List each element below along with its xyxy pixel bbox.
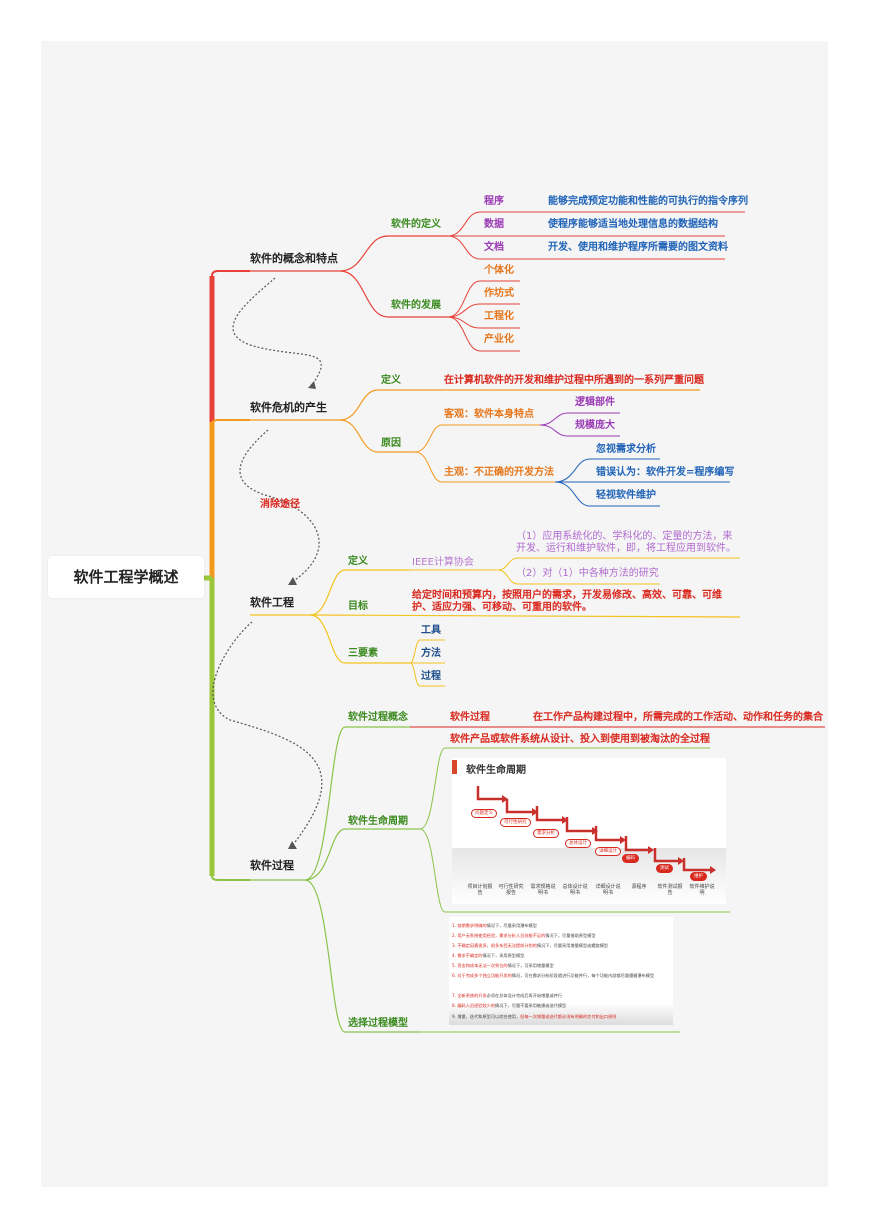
process-concept-key[interactable]: 软件过程	[450, 712, 490, 723]
se-ieee-definition-2[interactable]: （2）对（1）中各种方法的研究	[516, 568, 659, 579]
dev-item-workshop[interactable]: 作坊式	[484, 288, 514, 299]
lc-doc-3: 需求规格说明书	[530, 884, 556, 896]
subjective-item-requirements[interactable]: 忽视需求分析	[596, 444, 656, 455]
root-topic[interactable]: 软件工程学概述	[48, 556, 204, 598]
lc-step-7: 测试	[656, 864, 673, 873]
sm-line-3-red: 3. 不确定因素很多，很多东西无法提前计划的	[452, 943, 537, 948]
topic-software-process[interactable]: 软件过程	[250, 859, 294, 872]
sm-line-3-rest: 情况下，尽量采用增量模型或螺旋模型	[536, 943, 609, 948]
dev-item-individual[interactable]: 个体化	[484, 265, 514, 276]
crisis-definition-label[interactable]: 定义	[381, 375, 401, 386]
lc-step-3: 需求分析	[533, 829, 559, 838]
sm-line-9: 9. 增量、迭代和原型可以综合使用，但每一次增量或迭代都必须有明确的交付和出口原…	[452, 1014, 616, 1020]
sm-line-4-rest: 情况下，采用原型模型	[482, 953, 525, 958]
sm-line-8: 8. 编码人员经验较少的情况下，尽量不要采用敏捷或迭代模型	[452, 1003, 566, 1009]
select-model-label[interactable]: 选择过程模型	[348, 1018, 408, 1029]
objective-item-scale[interactable]: 规模庞大	[575, 420, 615, 431]
process-concept-text[interactable]: 在工作产品构建过程中，所需完成的工作活动、动作和任务的集合	[533, 712, 823, 723]
def-item-key-data[interactable]: 数据	[484, 219, 504, 230]
sm-line-1-rest: 情况下，尽量采用瀑布模型	[486, 923, 537, 928]
lc-doc-1: 项目计划报告	[467, 884, 493, 896]
def-item-value-doc[interactable]: 开发、使用和维护程序所需要的图文资料	[548, 242, 728, 253]
lc-step-6: 编码	[622, 854, 639, 863]
lc-step-8: 维护	[690, 872, 707, 881]
lifecycle-title-bar	[452, 760, 457, 774]
reason-objective[interactable]: 客观：软件本身特点	[444, 409, 534, 420]
se-ieee-label[interactable]: IEEE计算协会	[412, 557, 474, 568]
sm-line-6-rest: 情况，可在需求分析阶段就进行功能并行，每个功能内部都尽量遵循瀑布模型	[511, 973, 655, 978]
def-item-key-doc[interactable]: 文档	[484, 242, 504, 253]
sm-line-5: 5. 资金和成本无法一次到位的情况下，可采用增量模型	[452, 963, 554, 969]
lifecycle-image-title: 软件生命周期	[466, 765, 526, 776]
lc-doc-4: 总体设计说明书	[562, 884, 588, 896]
lifecycle-label[interactable]: 软件生命周期	[348, 816, 408, 827]
subjective-item-maintenance[interactable]: 轻视软件维护	[596, 490, 656, 501]
subjective-item-misconception[interactable]: 错误认为：软件开发=程序编写	[596, 467, 735, 478]
lc-step-2: 可行性研究	[500, 818, 531, 827]
objective-item-logic[interactable]: 逻辑部件	[575, 397, 615, 408]
sm-line-4: 4. 需求不确定的情况下，采用原型模型	[452, 953, 524, 959]
sm-line-8-rest: 情况下，尽量不要采用敏捷或迭代模型	[495, 1003, 567, 1008]
lc-doc-6: 源程序	[631, 884, 647, 890]
crisis-definition-text[interactable]: 在计算机软件的开发和维护过程中所遇到的一系列严重问题	[444, 375, 704, 386]
sm-line-1-red: 1. 前期需求明确的	[452, 923, 487, 928]
topic-software-development[interactable]: 软件的发展	[391, 300, 441, 311]
select-model-image: 1. 前期需求明确的情况下，尽量采用瀑布模型 2. 用户无系统使用经验，需求分析…	[449, 917, 673, 1025]
sm-line-1: 1. 前期需求明确的情况下，尽量采用瀑布模型	[452, 923, 537, 929]
crisis-reason-label[interactable]: 原因	[381, 438, 401, 449]
def-item-value-data[interactable]: 使程序能够适当地处理信息的数据结构	[548, 219, 718, 230]
lc-step-4: 总体设计	[565, 839, 591, 848]
topic-software-concept[interactable]: 软件的概念和特点	[250, 252, 338, 265]
sm-line-7-red: 7. 全新系统的开发	[452, 993, 487, 998]
def-item-value-program[interactable]: 能够完成预定功能和性能的可执行的指令序列	[548, 196, 748, 207]
element-method[interactable]: 方法	[421, 648, 441, 659]
element-tool[interactable]: 工具	[421, 625, 441, 636]
lifecycle-image: 软件生命周期 问题定义 可行性研究 需求分析 总体设计 详细设计 编码 测试 维…	[452, 758, 726, 904]
sm-line-7: 7. 全新系统的开发必须在总体设计完成后再开始增量或并行	[452, 993, 562, 999]
lc-step-5: 详细设计	[595, 847, 621, 856]
def-item-key-program[interactable]: 程序	[484, 196, 504, 207]
sm-line-2-rest: 情况下，尽量借助原型模型	[545, 933, 596, 938]
lc-doc-7: 软件测试报告	[657, 884, 683, 896]
sm-line-5-rest: 情况下，可采用增量模型	[507, 963, 554, 968]
sm-line-2-red: 2. 用户无系统使用经验，需求分析人员技能不足的	[452, 933, 546, 938]
lifecycle-shade	[452, 848, 726, 904]
dev-item-engineering[interactable]: 工程化	[484, 311, 514, 322]
sm-line-4-red: 4. 需求不确定的	[452, 953, 483, 958]
sm-line-6: 6. 对于完成多个独立功能开发的情况，可在需求分析阶段就进行功能并行，每个功能内…	[452, 973, 670, 980]
lc-doc-8: 软件维护说明	[689, 884, 715, 896]
topic-software-definition[interactable]: 软件的定义	[391, 219, 441, 230]
mindmap-canvas	[41, 41, 828, 1187]
lc-doc-2: 可行性研究报告	[498, 884, 524, 896]
lifecycle-steps-arrows	[476, 786, 716, 874]
lifecycle-text[interactable]: 软件产品或软件系统从设计、投入到使用到被淘汰的全过程	[450, 734, 710, 745]
sm-line-2: 2. 用户无系统使用经验，需求分析人员技能不足的情况下，尽量借助原型模型	[452, 933, 596, 939]
sm-line-7-rest: 必须在总体设计完成后再开始增量或并行	[486, 993, 563, 998]
topic-software-engineering[interactable]: 软件工程	[250, 596, 294, 609]
sm-line-6-red: 6. 对于完成多个独立功能开发的	[452, 973, 512, 978]
se-goal-text[interactable]: 给定时间和预算内，按照用户的需求，开发易修改、高效、可靠、可维护、适应力强、可移…	[412, 590, 722, 613]
lc-doc-5: 详细设计说明书	[595, 884, 621, 896]
arrow-label-elimination: 消除途径	[260, 499, 300, 510]
reason-subjective[interactable]: 主观：不正确的开发方法	[444, 467, 554, 478]
process-concept-label[interactable]: 软件过程概念	[348, 712, 408, 723]
sm-line-8-red: 8. 编码人员经验较少的	[452, 1003, 496, 1008]
topic-software-crisis[interactable]: 软件危机的产生	[250, 401, 327, 414]
dev-item-industry[interactable]: 产业化	[484, 334, 514, 345]
se-ieee-definition-1[interactable]: （1）应用系统化的、学科化的、定量的方法，来开发、运行和维护软件，即，将工程应用…	[516, 531, 736, 554]
element-process[interactable]: 过程	[421, 671, 441, 682]
sm-line-9-rest: 但每一次增量或迭代都必须有明确的交付和出口原则	[520, 1014, 617, 1019]
sm-line-9-red: 9. 增量、迭代和原型可以综合使用，	[452, 1014, 521, 1019]
se-three-elements-label[interactable]: 三要素	[348, 648, 378, 659]
lc-step-1: 问题定义	[471, 809, 497, 818]
sm-line-5-red: 5. 资金和成本无法一次到位的	[452, 963, 508, 968]
se-definition-label[interactable]: 定义	[348, 556, 368, 567]
sm-line-3: 3. 不确定因素很多，很多东西无法提前计划的情况下，尽量采用增量模型或螺旋模型	[452, 943, 608, 949]
se-goal-label[interactable]: 目标	[348, 601, 368, 612]
